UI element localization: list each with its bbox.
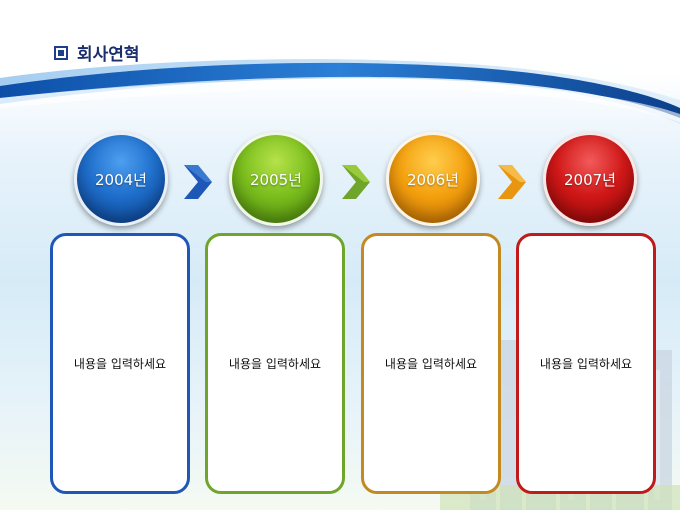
content-text: 내용을 입력하세요	[384, 357, 478, 371]
title-bullet-icon	[54, 45, 68, 60]
chevron-right-icon	[184, 165, 212, 199]
year-label: 2007년	[564, 170, 616, 189]
content-text: 내용을 입력하세요	[73, 357, 167, 371]
year-label: 2004년	[95, 170, 147, 189]
chevron-right-icon	[342, 165, 370, 199]
chevron-right-icon	[498, 165, 526, 199]
year-label: 2006년	[407, 170, 459, 189]
content-card-2006[interactable]: 내용을 입력하세요	[361, 233, 501, 494]
title-row: 회사연혁	[54, 40, 140, 65]
page-title: 회사연혁	[77, 45, 140, 65]
year-label: 2005년	[250, 170, 302, 189]
year-circle-2007: 2007년	[543, 132, 637, 226]
content-card-2004[interactable]: 내용을 입력하세요	[50, 233, 190, 494]
content-text: 내용을 입력하세요	[228, 357, 322, 371]
header-swoosh	[0, 59, 680, 125]
year-circle-2006: 2006년	[386, 132, 480, 226]
content-card-2005[interactable]: 내용을 입력하세요	[205, 233, 345, 494]
content-card-2007[interactable]: 내용을 입력하세요	[516, 233, 656, 494]
year-circle-2005: 2005년	[229, 132, 323, 226]
year-circle-2004: 2004년	[74, 132, 168, 226]
content-text: 내용을 입력하세요	[539, 357, 633, 371]
